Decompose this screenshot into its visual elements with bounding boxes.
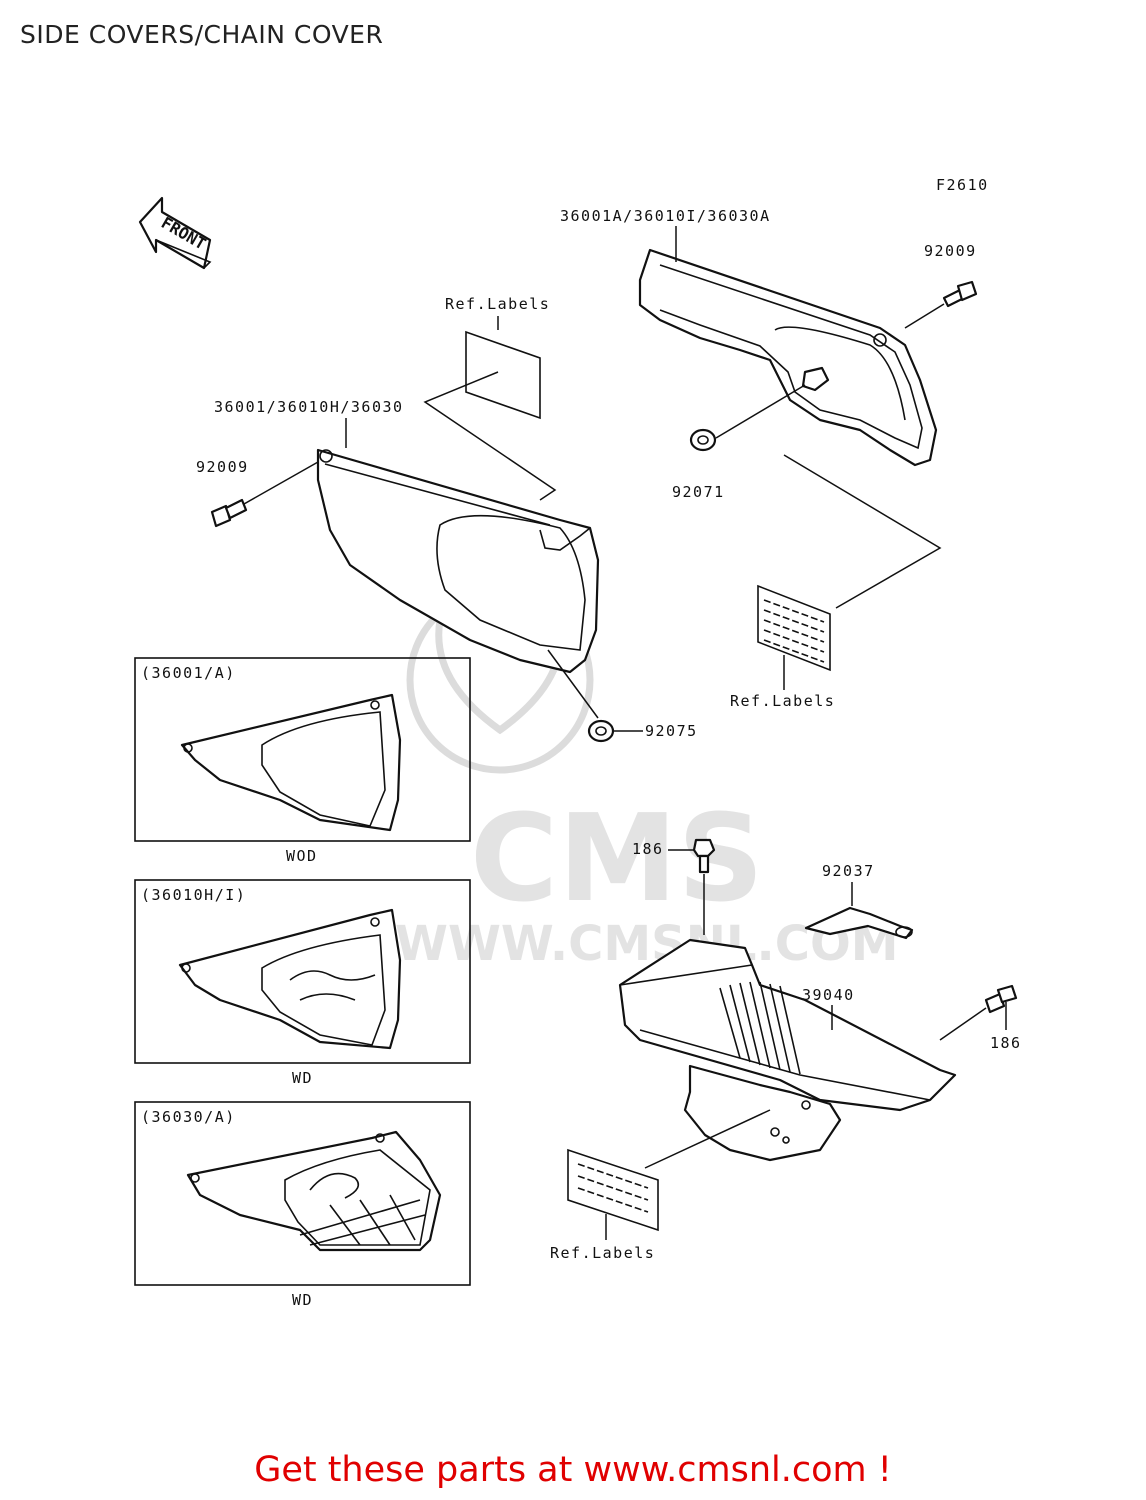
- variant-box: (36001/A): [134, 657, 471, 842]
- variant-color: WD: [292, 1069, 313, 1087]
- bolt-icon: [942, 280, 978, 308]
- front-arrow-icon: FRONT: [138, 196, 212, 270]
- watermark-text: CMS: [470, 790, 764, 929]
- callout-bolt-186-right: 186: [990, 1034, 1022, 1052]
- ref-label-sheet-icon: [567, 1148, 659, 1232]
- promo-text[interactable]: Get these parts at www.cmsnl.com !: [254, 1450, 892, 1490]
- callout-ref-labels-top: Ref.Labels: [445, 295, 550, 313]
- callout-grommet-left: 92075: [645, 722, 698, 740]
- figure-code: F2610: [936, 176, 989, 194]
- callout-grommet-top: 92071: [672, 483, 725, 501]
- variant-code: (36001/A): [141, 664, 236, 682]
- callout-ref-labels-right: Ref.Labels: [730, 692, 835, 710]
- callout-chain-cover: 39040: [802, 986, 855, 1004]
- bolt-icon: [984, 984, 1018, 1014]
- callout-clamp: 92037: [822, 862, 875, 880]
- variant-color: WOD: [286, 847, 318, 865]
- callout-bolt-right: 92009: [924, 242, 977, 260]
- callout-bolt-left: 92009: [196, 458, 249, 476]
- watermark: CMS WWW.CMSNL.COM: [395, 586, 899, 972]
- chain-cover: [618, 938, 957, 1162]
- grommet-icon: [689, 428, 717, 452]
- clamp-icon: [804, 906, 914, 940]
- callout-right-cover: 36001A/36010I/36030A: [560, 207, 771, 225]
- ref-label-sheet-icon: [465, 330, 541, 420]
- callout-bolt-186-top: 186: [632, 840, 664, 858]
- variant-box: (36010H/I): [134, 879, 471, 1064]
- bolt-icon: [210, 498, 248, 528]
- page-title: SIDE COVERS/CHAIN COVER: [20, 20, 384, 49]
- callout-left-cover: 36001/36010H/36030: [214, 398, 404, 416]
- left-side-cover: [316, 448, 600, 674]
- promo-link[interactable]: Get these parts at www.cmsnl.com !: [0, 1450, 1146, 1490]
- right-side-cover: [638, 248, 938, 467]
- variant-color: WD: [292, 1291, 313, 1309]
- ref-label-sheet-icon: [757, 584, 831, 672]
- grommet-icon: [587, 719, 615, 743]
- variant-code: (36010H/I): [141, 886, 246, 904]
- variant-code: (36030/A): [141, 1108, 236, 1126]
- variant-box: (36030/A): [134, 1101, 471, 1286]
- callout-ref-labels-bottom: Ref.Labels: [550, 1244, 655, 1262]
- bolt-icon: [692, 838, 716, 874]
